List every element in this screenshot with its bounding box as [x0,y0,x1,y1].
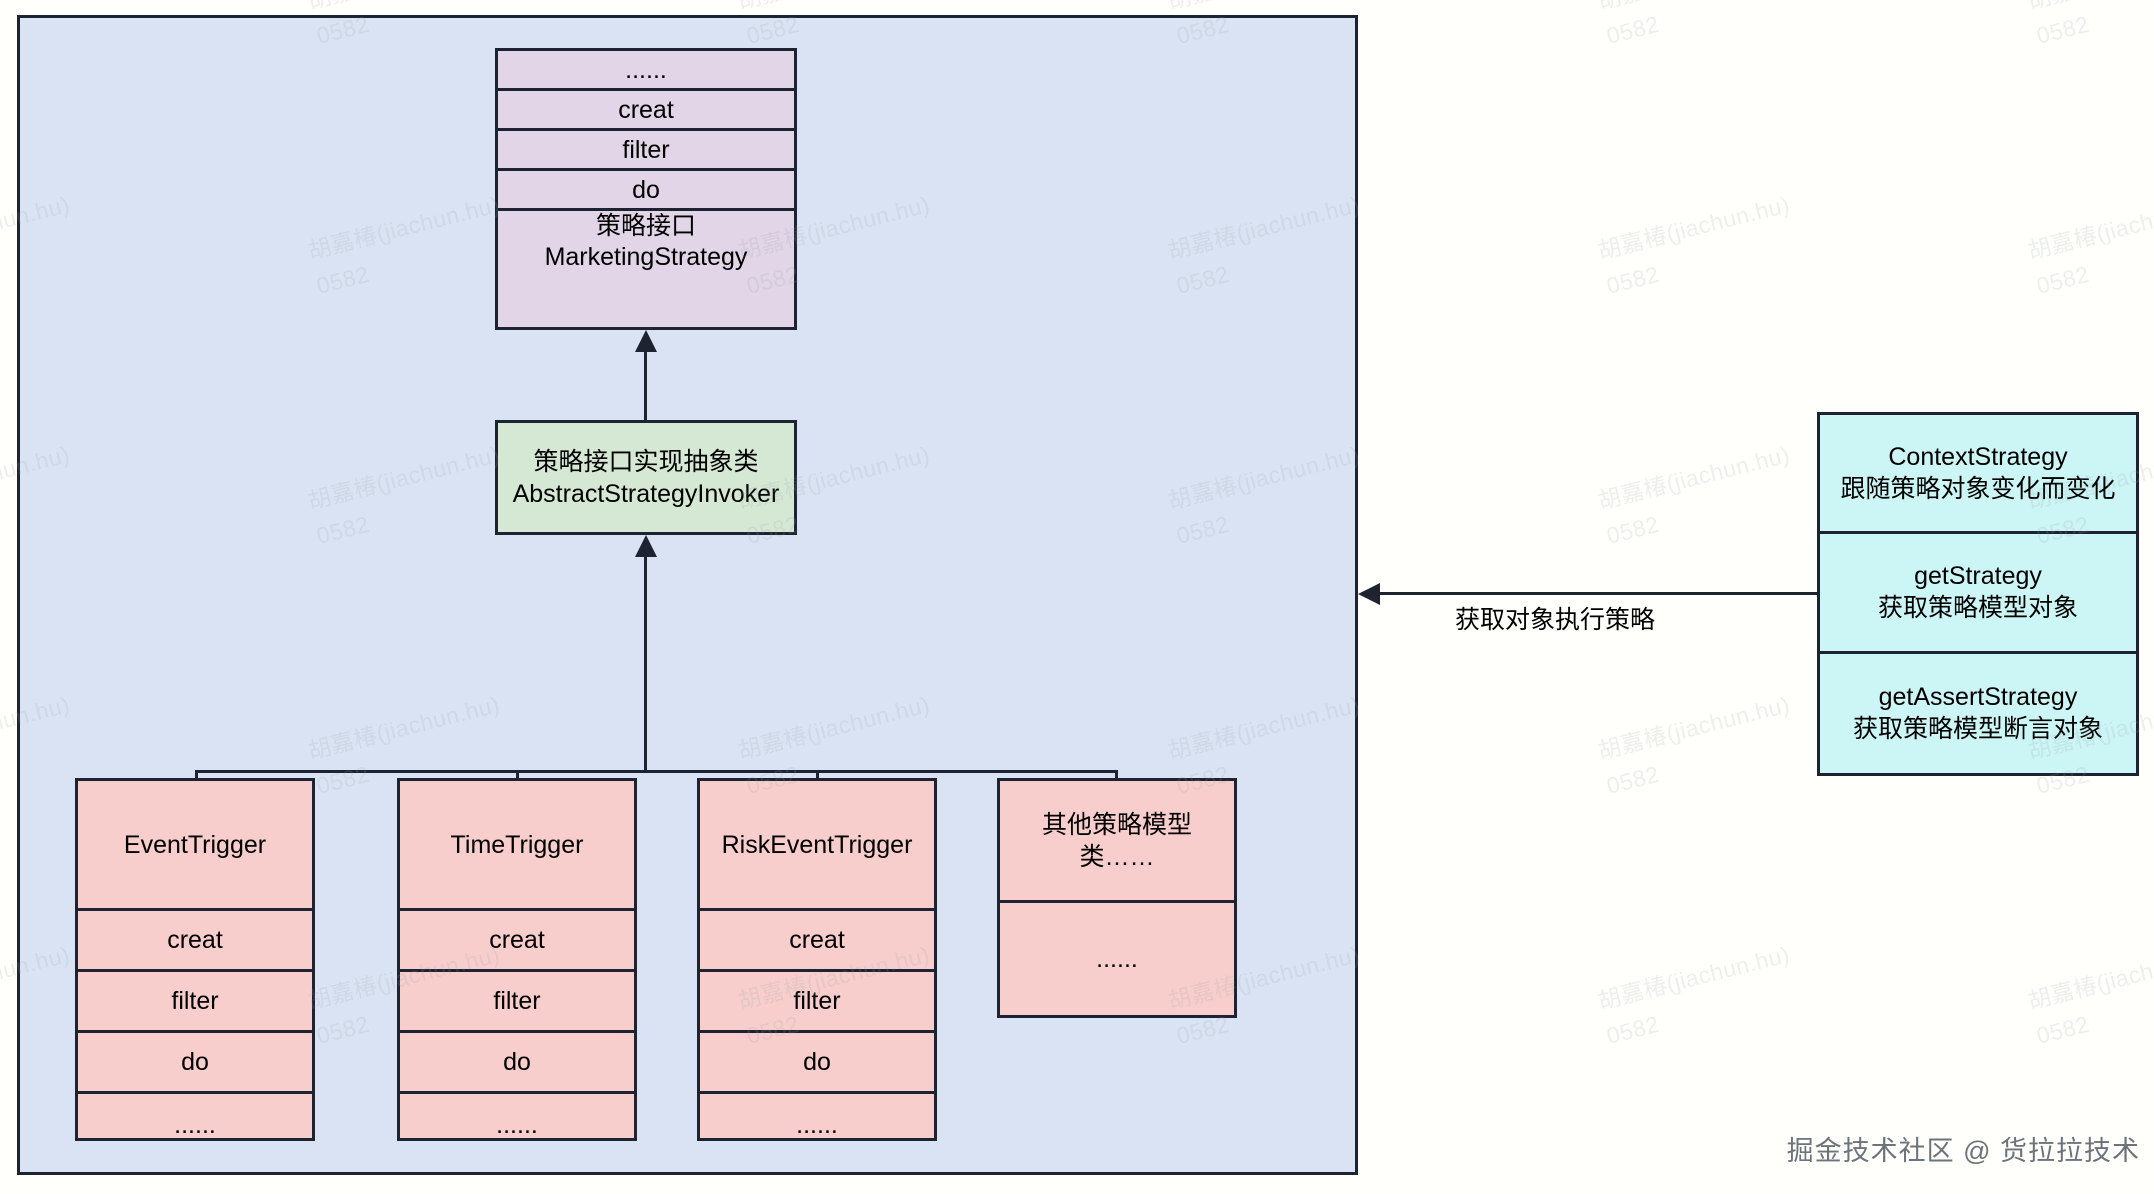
interface-row-ellipsis: ...... [498,51,794,91]
class-box-marketing-strategy[interactable]: ...... creat filter do 策略接口 MarketingStr… [495,48,797,330]
impl-method-filter: filter [400,972,634,1033]
impl-title-other-strategy: 其他策略模型类…… [1000,781,1234,903]
impl-title-risk-event-trigger: RiskEventTrigger [700,781,934,911]
watermark-text: 胡嘉椿(jiachun.hu)0582 [1164,1187,1372,1194]
class-box-context-strategy[interactable]: ContextStrategy 跟随策略对象变化而变化 getStrategy … [1817,412,2139,776]
impl-method-creat: creat [700,911,934,972]
interface-row-do: do [498,171,794,211]
context-row-context-strategy: ContextStrategy 跟随策略对象变化而变化 [1820,415,2136,535]
watermark-text: 胡嘉椿(jiachun.hu)0582 [1595,691,1793,799]
abstract-title: 策略接口实现抽象类 AbstractStrategyInvoker [512,447,780,508]
connector-impls-bus [195,770,1118,773]
context-row-get-strategy: getStrategy 获取策略模型对象 [1820,534,2136,654]
class-box-other-strategy[interactable]: 其他策略模型类…… ...... [997,778,1237,1018]
watermark-text: 胡嘉椿(jiachun.hu)0582 [304,1187,512,1194]
arrowhead-to-abstract [635,535,657,557]
interface-row-creat: creat [498,91,794,131]
class-box-event-trigger[interactable]: EventTrigger creat filter do ...... [75,778,315,1141]
watermark-text: 胡嘉椿(jiachun.hu)0582 [2025,191,2154,299]
connector-drop-risk-event-trigger [816,770,819,780]
class-box-risk-event-trigger[interactable]: RiskEventTrigger creat filter do ...... [697,778,937,1141]
impl-method-do: do [78,1033,312,1094]
connector-drop-other-strategy [1115,770,1118,780]
impl-title-time-trigger: TimeTrigger [400,781,634,911]
watermark-text: 胡嘉椿(jiachun.hu)0582 [1595,941,1793,1049]
watermark-text: 胡嘉椿(jiachun.hu)0582 [1594,1187,1802,1194]
connector-drop-time-trigger [516,770,519,780]
watermark-text: 胡嘉椿(jiachun.hu)0582 [1595,0,1792,49]
impl-method-ellipsis: ...... [796,1110,838,1139]
connector-impls-to-abstract-stem [644,555,647,771]
connector-drop-event-trigger [195,770,198,780]
class-box-time-trigger[interactable]: TimeTrigger creat filter do ...... [397,778,637,1141]
watermark-text: 胡嘉椿(jiachun.hu)0582 [2025,0,2154,49]
interface-title: 策略接口 MarketingStrategy [544,212,748,271]
context-arrow-label: 获取对象执行策略 [1455,606,1656,634]
connector-abstract-to-interface [644,350,647,420]
arrowhead-to-interface [635,330,657,352]
impl-method-ellipsis: ...... [1096,945,1138,973]
arrowhead-to-panel [1358,583,1380,605]
impl-method-filter: filter [78,972,312,1033]
attribution-text: 掘金技术社区 @ 货拉拉技术 [1786,1136,2140,1166]
interface-row-filter: filter [498,131,794,171]
watermark-text: 胡嘉椿(jiachun.hu)0582 [1595,191,1793,299]
watermark-text: 胡嘉椿(jiachun.hu)0582 [2025,941,2154,1049]
impl-method-do: do [700,1033,934,1094]
watermark-text: 胡嘉椿(jiachun.hu)0582 [734,1187,942,1194]
impl-method-ellipsis: ...... [174,1110,216,1139]
impl-method-filter: filter [700,972,934,1033]
impl-method-do: do [400,1033,634,1094]
impl-method-creat: creat [78,911,312,972]
watermark-text: 胡嘉椿(jiachun.hu)0582 [1595,441,1793,549]
watermark-text: 胡嘉椿(jiachun.hu)0582 [0,1187,82,1194]
impl-method-creat: creat [400,911,634,972]
watermark-text: 胡嘉椿(jiachun.hu)0582 [2024,1187,2154,1194]
impl-method-ellipsis: ...... [496,1110,538,1139]
connector-context-to-panel [1378,592,1818,595]
context-row-get-assert-strategy: getAssertStrategy 获取策略模型断言对象 [1852,682,2103,744]
class-box-abstract-strategy-invoker[interactable]: 策略接口实现抽象类 AbstractStrategyInvoker [495,420,797,535]
impl-title-event-trigger: EventTrigger [78,781,312,911]
